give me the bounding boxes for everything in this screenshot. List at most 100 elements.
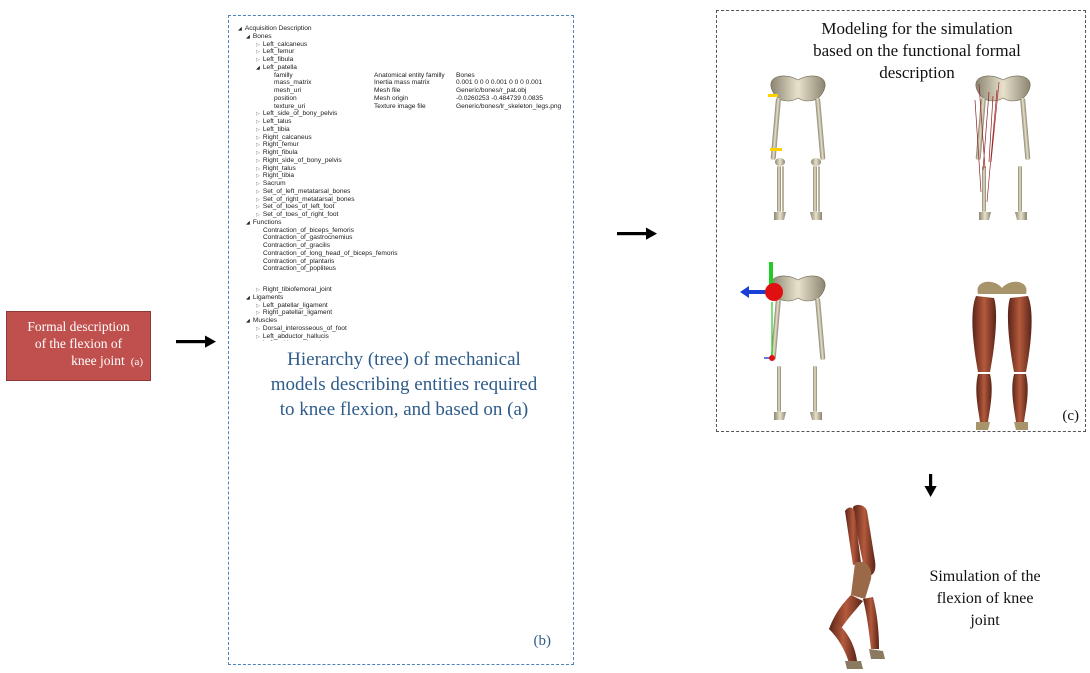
collapsed-triangle-icon[interactable]: ▷ — [256, 111, 260, 118]
tree-node[interactable]: ▷Right_side_of_bony_pelvis — [256, 157, 342, 165]
tree-node[interactable]: ▷Sacrum — [256, 180, 286, 188]
collapsed-triangle-icon[interactable]: ▷ — [256, 157, 260, 164]
collapsed-triangle-icon[interactable]: ▷ — [256, 150, 260, 156]
tree-node[interactable]: ▷Left_calcaneus — [256, 41, 307, 49]
collapsed-triangle-icon[interactable]: ▷ — [256, 287, 260, 293]
tree-node-label: Right_calcaneus — [262, 133, 312, 141]
property-description: Mesh origin — [374, 94, 409, 102]
tree-node-label: Contraction_of_gracilis — [263, 242, 331, 249]
tree-node[interactable]: ▷Left_patellar_ligament — [256, 302, 328, 310]
collapsed-triangle-icon[interactable]: ▷ — [256, 302, 260, 309]
tree-node-label: Left_abductor_hallucis — [262, 332, 329, 340]
tree-node[interactable]: ◢Ligaments — [246, 294, 283, 302]
collapsed-triangle-icon[interactable]: ▷ — [256, 196, 260, 203]
property-value: -0.0260253 -0.484739 0.0835 — [456, 94, 543, 102]
tree-node[interactable]: ▷Right_patellar_ligament — [256, 309, 332, 317]
expanded-triangle-icon[interactable]: ◢ — [246, 294, 250, 301]
property-description: Texture image file — [374, 102, 426, 110]
tree-node[interactable]: ◢Muscles — [246, 317, 277, 325]
tree-node[interactable]: ▷Dorsal_interosseous_of_foot — [256, 325, 347, 333]
modeling-title-line1: Modeling for the simulation — [821, 19, 1013, 38]
tree-node-label: Left_side_of_bony_pelvis — [262, 110, 338, 118]
collapsed-triangle-icon[interactable]: ▷ — [256, 173, 260, 180]
property-value: Generic/bones/lr_skeleton_legs.png — [456, 102, 562, 110]
collapsed-triangle-icon[interactable]: ▷ — [256, 57, 260, 63]
tree-node-label: familly — [274, 71, 293, 79]
tree-node[interactable]: Contraction_of_popliteus — [263, 265, 336, 273]
tree-node[interactable]: ▷Set_of_left_metatarsal_bones — [256, 188, 350, 196]
tree-node[interactable]: ▷Right_tibiofemoral_joint — [256, 286, 332, 294]
collapsed-triangle-icon[interactable]: ▷ — [256, 49, 260, 56]
collapsed-triangle-icon[interactable]: ▷ — [256, 310, 260, 317]
tree-node[interactable]: texture_uri Texture image file Generic/bon… — [274, 102, 561, 111]
tree-node[interactable]: ▷Left_fibula — [256, 56, 293, 64]
collapsed-triangle-icon[interactable]: ▷ — [256, 188, 260, 195]
tree-node[interactable]: ▷Set_of_toes_of_right_foot — [256, 211, 338, 219]
tree-node-label: mass_matrix — [274, 79, 312, 87]
tree-node[interactable]: ▷Right_tibia — [256, 172, 294, 180]
tree-node[interactable]: ▷Set_of_toes_of_left_foot — [256, 203, 334, 211]
tree-node[interactable]: ▷Right_talus — [256, 165, 296, 173]
expanded-triangle-icon[interactable]: ◢ — [246, 33, 250, 40]
collapsed-triangle-icon[interactable]: ▷ — [256, 325, 260, 332]
tree-node[interactable]: ▷Left_femur — [256, 48, 294, 56]
simulation-caption-line2: flexion of knee — [936, 590, 1034, 607]
tree-node[interactable]: Contraction_of_long_head_of_biceps_femor… — [263, 250, 398, 258]
collapsed-triangle-icon[interactable]: ▷ — [256, 165, 260, 172]
tree-node[interactable]: ▷Left_tibia — [256, 126, 290, 134]
tree-node[interactable]: Contraction_of_biceps_femoris — [263, 227, 354, 235]
collapsed-triangle-icon[interactable]: ▷ — [256, 126, 260, 133]
collapsed-triangle-icon[interactable]: ▷ — [256, 181, 260, 187]
expanded-triangle-icon[interactable]: ◢ — [246, 318, 250, 324]
box-a-tag: (a) — [130, 356, 143, 368]
tree-node[interactable]: ▷Left_side_of_bony_pelvis — [256, 110, 337, 118]
collapsed-triangle-icon[interactable]: ▷ — [256, 333, 260, 340]
tree-node[interactable]: ▷Right_fibula — [256, 149, 298, 157]
tree-node-label: Muscles — [252, 317, 278, 324]
collapsed-triangle-icon[interactable]: ▷ — [256, 41, 260, 48]
tree-node[interactable]: ◢Bones — [246, 33, 272, 41]
tree-node-label: Right_tibia — [262, 172, 295, 180]
tree-node[interactable]: ▷Right_calcaneus — [256, 134, 312, 142]
panel-c-tag: (c) — [1062, 408, 1079, 424]
tree-node[interactable]: Contraction_of_gracilis — [263, 242, 330, 250]
tree-node[interactable]: ▷Left_talus — [256, 118, 291, 126]
tree-node[interactable]: ▷Right_femur — [256, 141, 299, 149]
tree-caption-box: Hierarchy (tree) of mechanical models de… — [254, 341, 554, 431]
tree-node-label: Ligaments — [252, 293, 284, 301]
tree-node-label: Functions — [252, 218, 282, 226]
collapsed-triangle-icon[interactable]: ▷ — [256, 134, 260, 141]
collapsed-triangle-icon[interactable]: ▷ — [256, 204, 260, 211]
collapsed-triangle-icon[interactable]: ▷ — [256, 119, 260, 125]
tree-node-label: Set_of_toes_of_right_foot — [262, 211, 339, 218]
expanded-triangle-icon[interactable]: ◢ — [246, 219, 250, 226]
tree-node[interactable]: ◢Acquisition Description — [238, 25, 312, 33]
tree-node[interactable]: ▷Left_abductor_hallucis — [256, 333, 329, 341]
collapsed-triangle-icon[interactable]: ▷ — [256, 212, 260, 218]
model-illustrations — [740, 75, 1032, 430]
tree-node[interactable]: ▷Set_of_right_metatarsal_bones — [256, 196, 355, 204]
tree-node[interactable]: Contraction_of_gastrocnemius — [263, 234, 352, 242]
tree-panel: ◢Acquisition Description◢Bones▷Left_calc… — [228, 15, 574, 665]
expanded-triangle-icon[interactable]: ◢ — [256, 64, 260, 71]
expanded-triangle-icon[interactable]: ◢ — [238, 26, 242, 32]
tree-node-label: Contraction_of_long_head_of_biceps_femor… — [263, 249, 398, 257]
tree-node[interactable]: ◢Functions — [246, 219, 281, 227]
formal-description-box: Formal description of the flexion of kne… — [6, 311, 151, 381]
muscle-legs-image — [972, 281, 1032, 430]
tree-node[interactable]: ◢Left_patella — [256, 64, 297, 72]
tree-node[interactable]: Contraction_of_plantaris — [263, 258, 334, 266]
collapsed-triangle-icon[interactable]: ▷ — [256, 142, 260, 149]
tree-node-label: Contraction_of_plantaris — [263, 257, 335, 265]
tree-node-label: Set_of_left_metatarsal_bones — [262, 187, 351, 195]
tree-node-label: Contraction_of_popliteus — [263, 265, 336, 273]
tree-node-label: Left_patella — [262, 63, 297, 71]
tree-caption-line3: to knee flexion, and based on (a) — [279, 399, 529, 420]
tree-node-label: Right_talus — [262, 164, 296, 172]
tree-node-label: texture_uri — [274, 102, 306, 110]
property-description: Anatomical entity familly — [374, 71, 445, 79]
